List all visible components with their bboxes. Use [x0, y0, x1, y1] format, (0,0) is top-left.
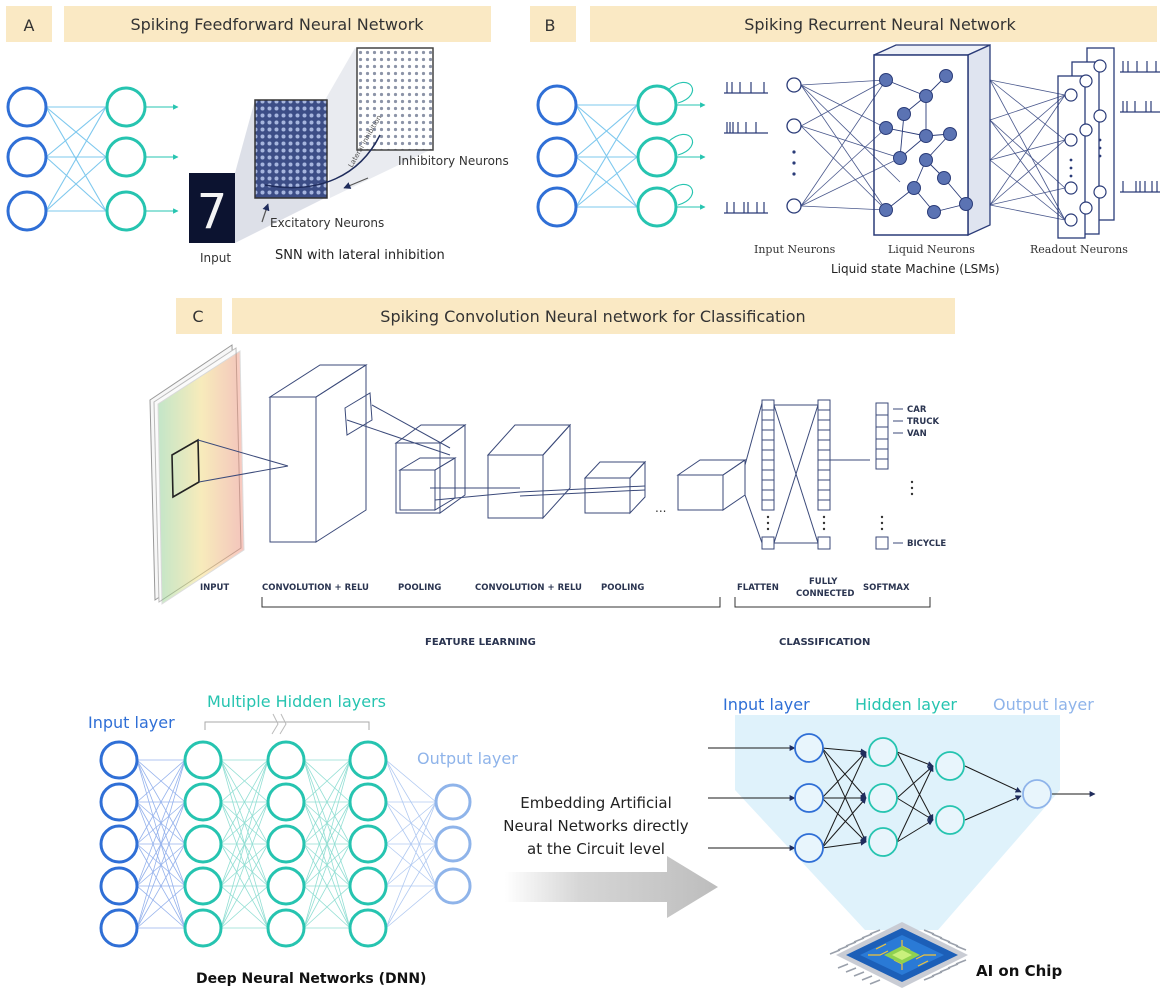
neuron — [536, 136, 578, 178]
dnn-output-neurons — [434, 783, 472, 905]
panel-c-letter-banner — [176, 298, 222, 334]
panel-a-lateral-inhibition: 7 Lateral inhibition Excitatory Neurons … — [189, 47, 509, 265]
excitatory-label: Excitatory Neurons — [270, 216, 384, 230]
dnn-hidden-neurons — [183, 740, 388, 948]
panel-b-title: Spiking Recurrent Neural Network — [744, 15, 1016, 34]
excitatory-arrow — [261, 203, 270, 223]
chip-icon — [829, 922, 968, 988]
panel-b-title-banner — [590, 6, 1157, 42]
hidden-layers-brace — [204, 721, 370, 730]
chip-projection-glow — [735, 715, 1060, 930]
stage-label: POOLING — [601, 583, 644, 593]
panel-a-input-neurons — [6, 86, 48, 232]
connection-curve — [264, 134, 381, 189]
cnn-pipeline: ... — [149, 344, 931, 608]
neuron — [105, 86, 147, 128]
panel-c: C Spiking Convolution Neural network for… — [149, 298, 955, 648]
panel-f-ai-chip: Input layer Hidden layer Output layer — [708, 695, 1096, 988]
inhibitory-layer — [356, 47, 434, 151]
panel-b-lsm: Input Neurons Liquid Neurons Readout Neu… — [724, 43, 1160, 276]
panel-a-title-banner — [64, 6, 491, 42]
neuron — [6, 86, 48, 128]
panel-a-letter: A — [24, 16, 35, 35]
dnn-connections — [136, 759, 437, 929]
embedding-arrow: Embedding Artificial Neural Networks dir… — [503, 794, 718, 918]
excitatory-layer — [254, 99, 328, 199]
panel-b-recurrent-net — [536, 81, 706, 228]
neuron — [105, 190, 147, 232]
neuron — [6, 190, 48, 232]
chip-output-layer-label: Output layer — [993, 695, 1094, 714]
lsm-input-neuron — [786, 77, 802, 93]
stage-label: FLATTEN — [737, 583, 779, 593]
lateral-arrow — [343, 177, 369, 189]
class-label: VAN — [907, 429, 927, 439]
input-spike-trains — [724, 82, 768, 214]
neuron — [6, 136, 48, 178]
panel-a-caption: SNN with lateral inhibition — [275, 248, 445, 263]
neuron — [636, 186, 678, 228]
panel-a-output-neurons — [105, 86, 147, 232]
lsm-input-neuron — [786, 118, 802, 134]
panel-a-output-arrows — [146, 104, 179, 214]
panel-b: B Spiking Recurrent Neural Network — [530, 6, 1160, 276]
input-neurons-label: Input Neurons — [754, 243, 836, 256]
chip-output-neuron — [1022, 779, 1052, 809]
input-digit-box — [189, 173, 235, 243]
neuron — [105, 136, 147, 178]
group-label: FEATURE LEARNING — [425, 637, 536, 648]
lsm-input-neuron — [786, 198, 802, 214]
embedding-text-line: Neural Networks directly — [503, 817, 689, 835]
inhibitory-label: Inhibitory Neurons — [398, 154, 509, 168]
class-label: BICYCLE — [907, 539, 946, 549]
self-loops — [667, 81, 694, 206]
panel-c-title-banner — [232, 298, 955, 334]
dnn-input-neurons — [99, 740, 139, 948]
panel-c-title: Spiking Convolution Neural network for C… — [380, 307, 805, 326]
embedding-text-line: at the Circuit level — [527, 840, 665, 858]
neuron — [636, 136, 678, 178]
stage-label: INPUT — [200, 583, 229, 593]
panel-a-feedforward-net — [6, 86, 179, 232]
dnn-output-layer-label: Output layer — [417, 749, 518, 768]
stage-label: CONVOLUTION + RELU — [475, 583, 582, 593]
stage-label: CONVOLUTION + RELU — [262, 583, 369, 593]
panel-c-letter: C — [192, 307, 203, 326]
chip-hidden-layer-label: Hidden layer — [855, 695, 957, 714]
big-arrow-shape — [505, 856, 718, 918]
neuron — [636, 84, 678, 126]
embedding-text-line: Embedding Artificial — [520, 794, 672, 812]
chip-caption: AI on Chip — [976, 962, 1062, 980]
stage-label: CONNECTED — [796, 589, 854, 599]
readout-neurons-label: Readout Neurons — [1030, 243, 1128, 256]
input-digit: 7 — [197, 184, 228, 240]
liquid-neurons-label: Liquid Neurons — [888, 243, 975, 256]
neuron — [536, 186, 578, 228]
dnn-hidden-layers-label: Multiple Hidden layers — [207, 692, 386, 711]
class-label: TRUCK — [907, 417, 939, 427]
chip-input-layer-label: Input layer — [723, 695, 810, 714]
stage-label: POOLING — [398, 583, 441, 593]
stage-label: SOFTMAX — [863, 583, 910, 593]
group-label: CLASSIFICATION — [779, 637, 870, 648]
stage-label: FULLY — [809, 577, 838, 587]
panel-b-letter: B — [545, 16, 556, 35]
class-label: CAR — [907, 405, 927, 415]
input-label: Input — [200, 251, 231, 265]
input-image — [157, 350, 245, 605]
panel-a: A Spiking Feedforward Neural Network — [6, 6, 509, 265]
dnn-caption: Deep Neural Networks (DNN) — [196, 971, 426, 987]
svg-text:...: ... — [655, 501, 666, 515]
panel-a-letter-banner — [6, 6, 52, 42]
panel-a-title: Spiking Feedforward Neural Network — [130, 15, 424, 34]
neuron — [536, 84, 578, 126]
panel-a-connections — [45, 106, 107, 212]
dnn-input-layer-label: Input layer — [88, 713, 175, 732]
panel-b-letter-banner — [530, 6, 576, 42]
panel-d-dnn: Input layer Multiple Hidden layers Outpu… — [88, 692, 518, 987]
panel-b-caption: Liquid state Machine (LSMs) — [831, 262, 1000, 276]
